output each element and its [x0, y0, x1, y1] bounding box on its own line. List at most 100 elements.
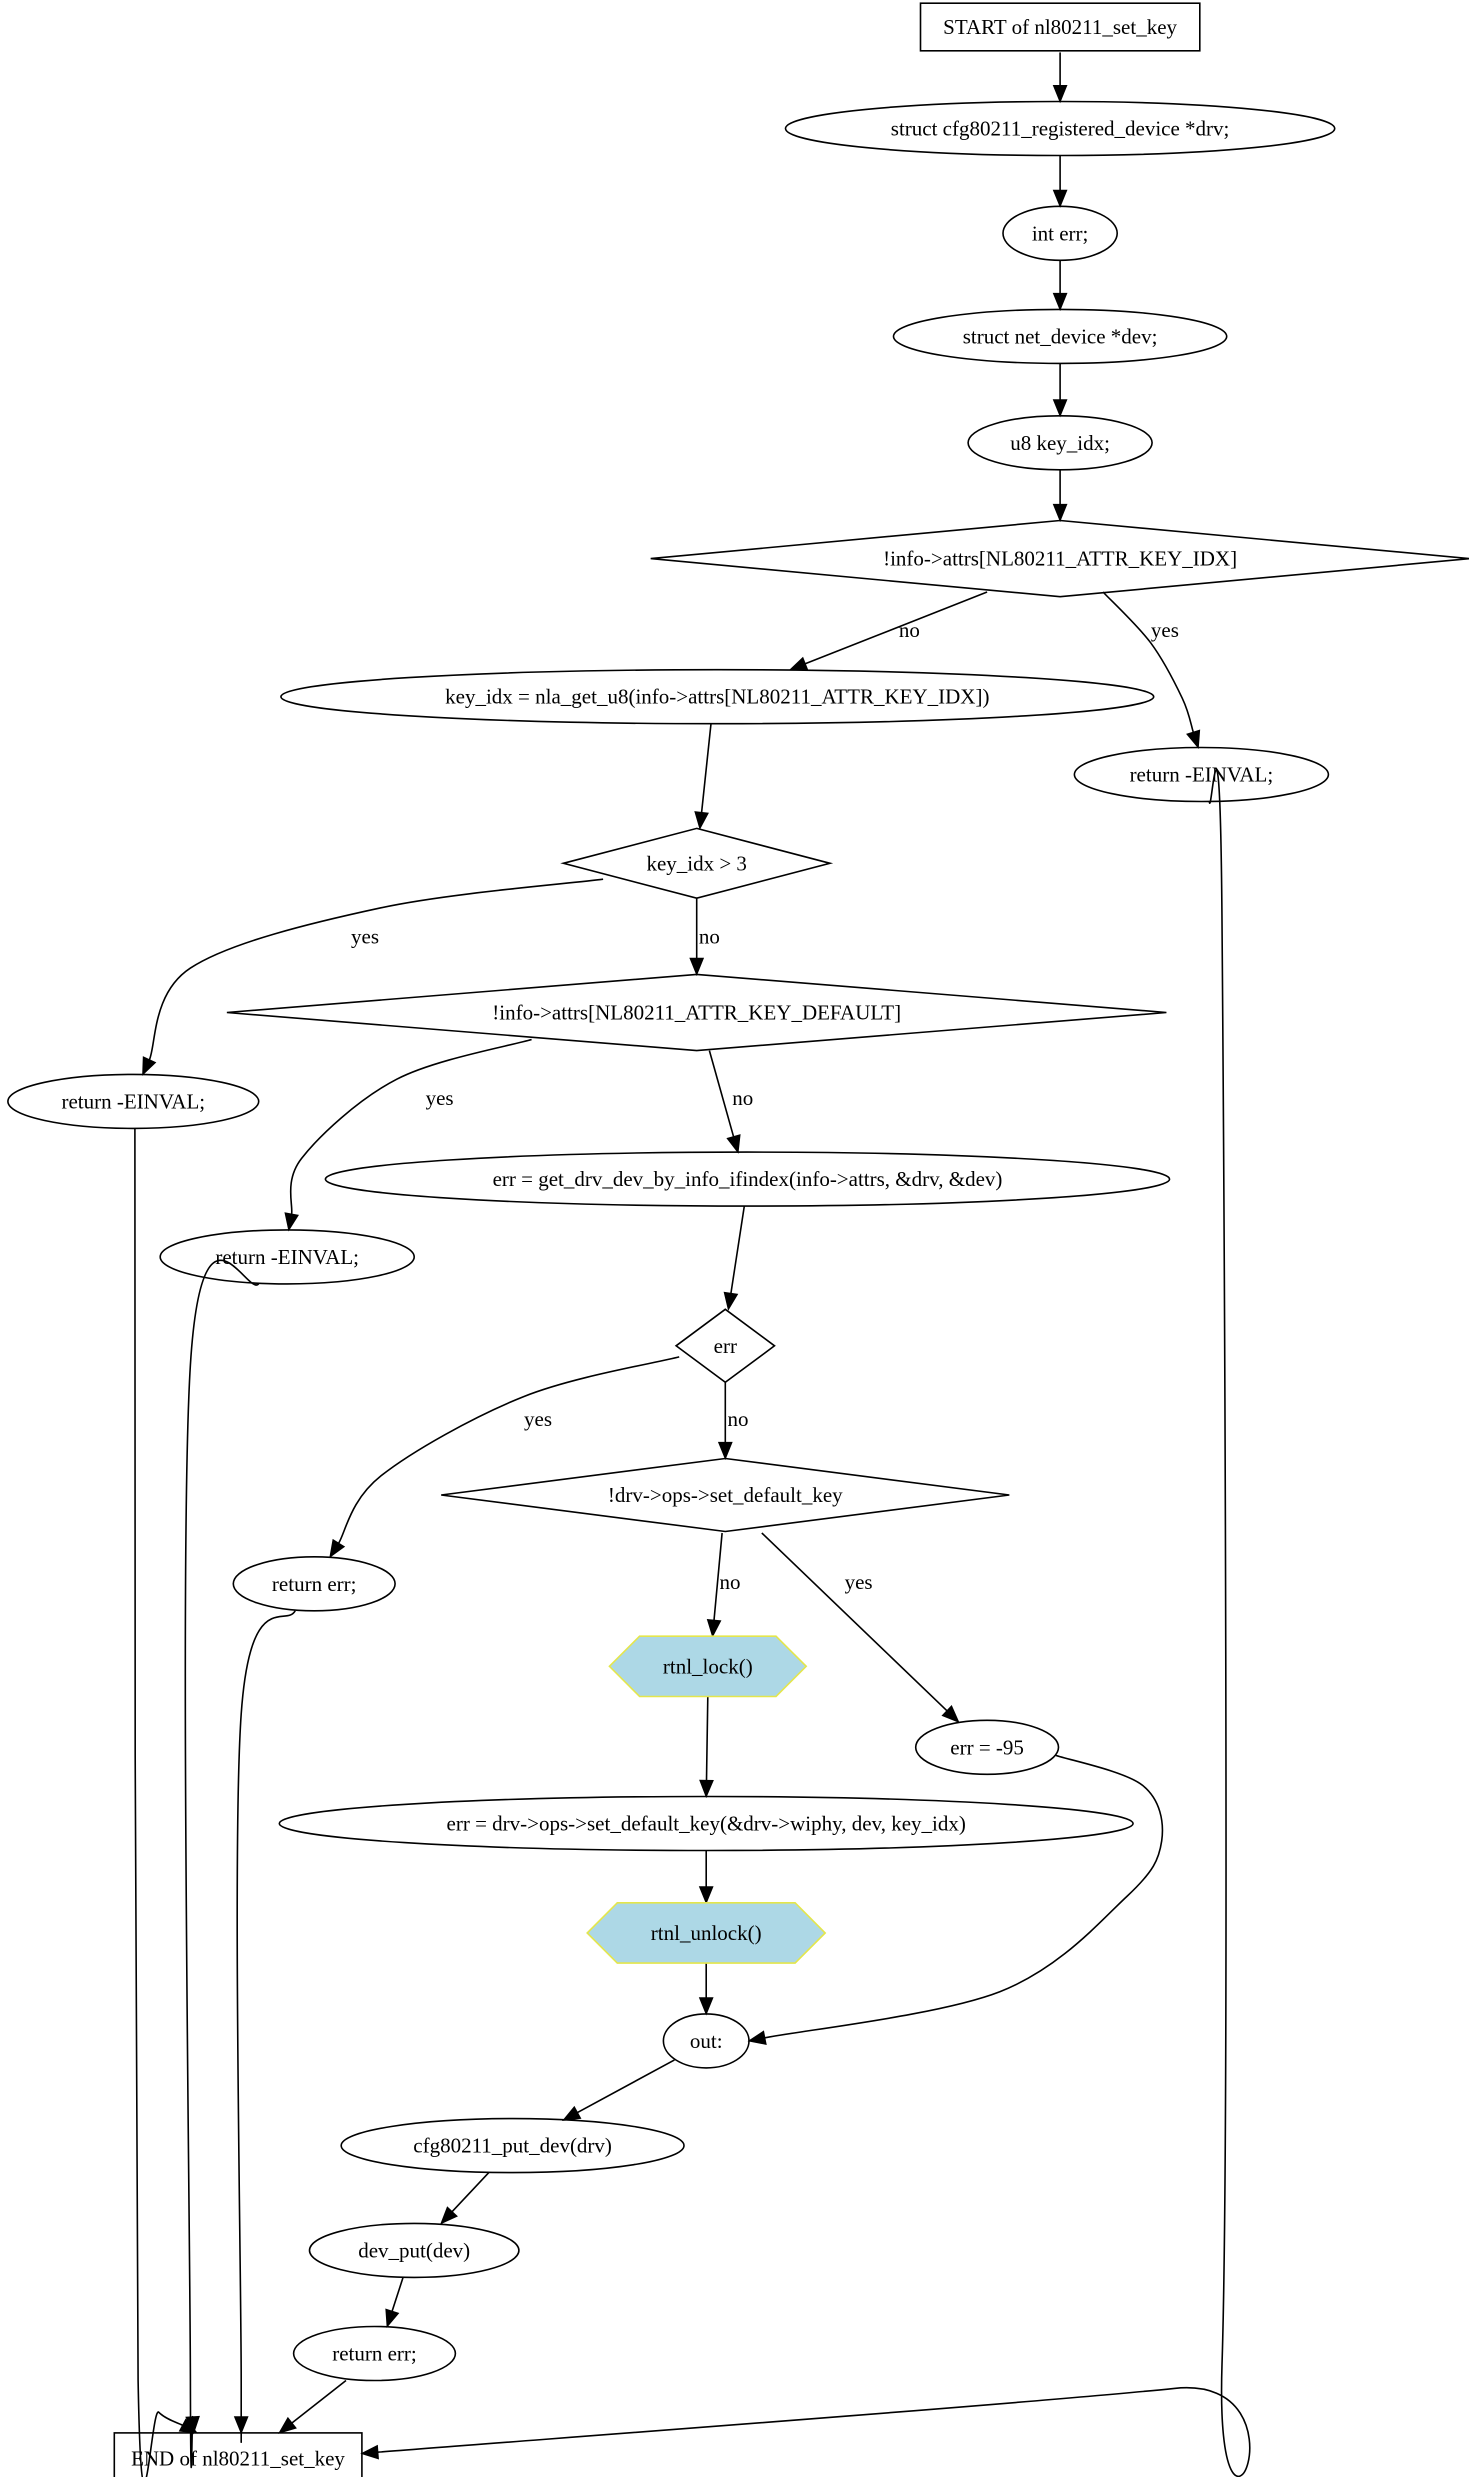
edge-label_out-to-call_put_dev — [562, 2059, 675, 2121]
node-shape — [914, 1719, 1060, 1776]
node-shape — [919, 2, 1201, 52]
node-shape — [113, 2432, 363, 2477]
node-label: u8 key_idx; — [1010, 431, 1110, 455]
node-label: int err; — [1032, 221, 1089, 245]
edge-line — [451, 2172, 490, 2213]
edge-label-yes: yes — [524, 1407, 552, 1431]
edge-cond_keydefault_attr-to-ret_einval_3: yes — [284, 1038, 532, 1232]
node-label: return -EINVAL; — [1130, 763, 1274, 787]
node-label: err = get_drv_dev_by_info_ifindex(info->… — [493, 1167, 1003, 1191]
edge-label-no: no — [728, 1407, 749, 1431]
node-label: key_idx > 3 — [646, 851, 747, 875]
arrowhead — [278, 2416, 297, 2434]
node-label: out: — [690, 2029, 723, 2053]
node-label: !info->attrs[NL80211_ATTR_KEY_DEFAULT] — [492, 1001, 901, 1025]
arrowhead — [689, 957, 705, 976]
node-shape — [650, 519, 1469, 598]
node-label: rtnl_unlock() — [651, 1921, 762, 1945]
arrowhead — [185, 2415, 200, 2435]
edge-cond_set_default_key-to-assign_err_95: yes — [761, 1532, 960, 1724]
edge-cond_err-to-ret_err_1: yes — [329, 1356, 680, 1559]
edge-cond_set_default_key-to-fn_rtnl_lock: no — [706, 1532, 741, 1638]
edge-cond_keyidx_gt3-to-cond_keydefault_attr: no — [689, 898, 720, 976]
arrowhead — [726, 1134, 741, 1154]
node-cond-err: err — [674, 1308, 776, 1384]
arrowhead — [699, 1779, 714, 1799]
edge-decl_keyidx-to-cond_keyidx_attr — [1052, 469, 1068, 523]
edge-label-no: no — [699, 924, 720, 948]
arrowhead — [698, 1997, 714, 2016]
edge-cond_keydefault_attr-to-assign_get_drv: no — [708, 1050, 753, 1154]
node-ret-einval-2: return -EINVAL; — [7, 1073, 260, 1130]
node-cond-keyidx-gt3: key_idx > 3 — [560, 827, 834, 900]
edge-cond_keyidx_attr-to-assign_keyidx: no — [788, 591, 988, 671]
edge-label-yes: yes — [426, 1086, 454, 1110]
node-fn-rtnl-unlock: rtnl_unlock() — [586, 1902, 827, 1964]
node-label: !info->attrs[NL80211_ATTR_KEY_IDX] — [883, 547, 1237, 571]
node-decl-err: int err; — [1002, 205, 1118, 262]
node-shape — [608, 1635, 808, 1698]
node-shape — [560, 827, 834, 900]
node-shape — [232, 1556, 396, 1612]
node-label: key_idx = nla_get_u8(info->attrs[NL80211… — [445, 685, 989, 709]
node-call-put-dev: cfg80211_put_dev(drv) — [340, 2117, 685, 2174]
arrowhead — [706, 1619, 722, 1638]
node-shape — [7, 1073, 260, 1130]
node-label: return -EINVAL; — [61, 1089, 205, 1113]
node-shape — [784, 100, 1336, 157]
edge-line — [708, 1050, 735, 1138]
edge-line — [700, 723, 712, 813]
edge-line — [289, 1038, 532, 1215]
arrowhead — [1052, 84, 1068, 104]
edge-line — [377, 769, 1251, 2477]
node-shape — [308, 2222, 520, 2279]
edge-decl_err-to-decl_dev — [1052, 260, 1068, 312]
arrowhead — [1052, 189, 1068, 208]
arrowhead — [329, 1538, 346, 1559]
edge-label-no: no — [720, 1570, 741, 1594]
node-cond-keydefault-attr: !info->attrs[NL80211_ATTR_KEY_DEFAULT] — [226, 973, 1167, 1052]
edge-assign_keyidx-to-cond_keyidx_gt3 — [694, 723, 712, 830]
arrowhead — [440, 2206, 458, 2225]
edge-line — [705, 1696, 709, 1781]
edge-fn_rtnl_unlock-to-label_out — [698, 1963, 714, 2016]
node-label: struct cfg80211_registered_device *drv; — [891, 117, 1230, 141]
node-shape — [278, 1795, 1134, 1852]
node-shape — [226, 973, 1167, 1052]
arrowhead — [694, 811, 709, 830]
node-label: err = -95 — [950, 1735, 1024, 1759]
edge-line — [577, 2059, 675, 2114]
node-shape — [674, 1308, 776, 1384]
node-shape — [441, 1457, 1010, 1533]
edge-label-no: no — [732, 1086, 753, 1110]
arrowhead — [1052, 399, 1068, 418]
arrowhead — [747, 2030, 767, 2045]
arrowhead — [562, 2105, 582, 2121]
arrowhead — [1052, 503, 1068, 523]
edge-call_put_dev-to-call_dev_put — [440, 2172, 490, 2225]
edge-assign_get_drv-to-cond_err — [723, 1205, 746, 1311]
edge-call_dev_put-to-ret_err_2 — [385, 2277, 404, 2329]
edge-assign_set_default_key-to-fn_rtnl_unlock — [698, 1850, 714, 1905]
node-label: !drv->ops->set_default_key — [608, 1483, 843, 1507]
arrowhead — [788, 656, 809, 671]
node-fn-rtnl-lock: rtnl_lock() — [608, 1635, 808, 1698]
node-shape — [892, 308, 1228, 365]
edge-label-no: no — [899, 618, 920, 642]
node-assign-err-95: err = -95 — [914, 1719, 1060, 1776]
node-ret-einval-3: return -EINVAL; — [159, 1229, 416, 1285]
node-label: END of nl80211_set_key — [131, 2446, 345, 2470]
arrowhead — [717, 1441, 733, 1461]
edge-ret_err_2-to-end — [278, 2379, 347, 2434]
node-shape — [586, 1902, 827, 1964]
edge-line — [236, 1610, 296, 2443]
edge-line — [184, 1259, 260, 2469]
node-label: struct net_device *dev; — [963, 324, 1158, 348]
edge-line — [1102, 591, 1195, 733]
edge-start-to-decl_drv — [1052, 52, 1068, 104]
edge-line — [804, 591, 988, 665]
arrowhead — [142, 1056, 157, 1076]
edge-ret_einval_3-to-end — [184, 1259, 260, 2469]
